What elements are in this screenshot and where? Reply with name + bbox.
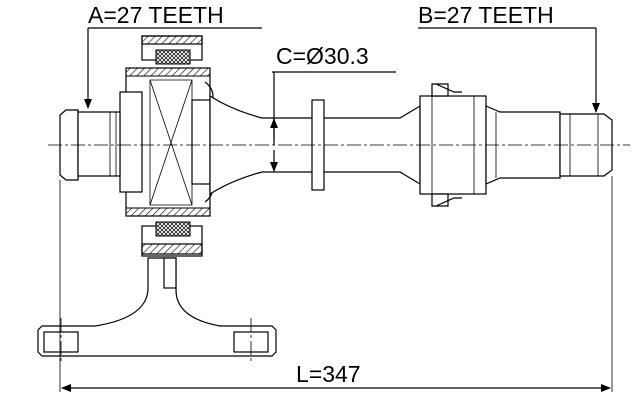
label-l: L=347 — [296, 361, 361, 387]
label-c: C=Ø30.3 — [276, 43, 369, 69]
dimension-b — [418, 27, 600, 113]
left-spline-end — [59, 109, 121, 181]
dimension-a — [84, 27, 262, 109]
label-a: A=27 TEETH — [88, 2, 224, 28]
dimension-l — [59, 176, 613, 392]
dimension-c — [270, 71, 396, 172]
bearing-housing — [119, 35, 214, 257]
mounting-bracket — [37, 257, 277, 362]
label-b: B=27 TEETH — [418, 2, 554, 28]
